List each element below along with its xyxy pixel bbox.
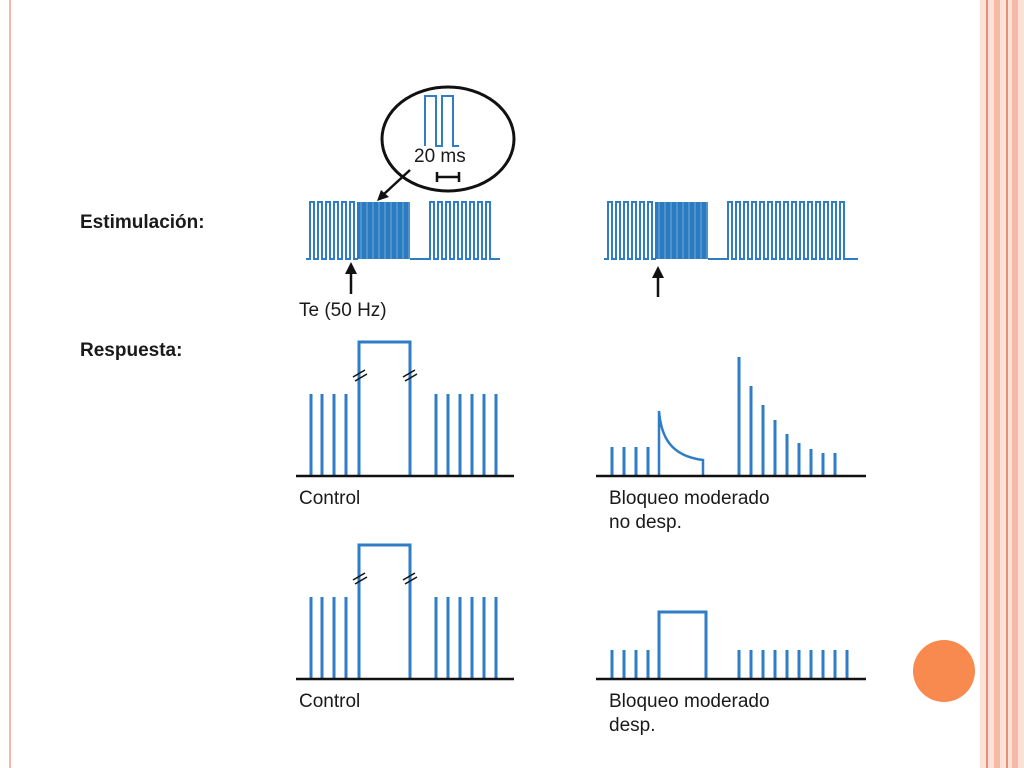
single-pulses-after [708,201,858,260]
axis-break-mark [352,369,368,382]
tetanus-label: Te (50 Hz) [299,300,387,321]
stimulation-heading: Estimulación: [80,212,205,233]
frame-line-2 [1006,0,1008,768]
tetanic-burst [655,202,708,259]
zoom-pointer-arrowhead [377,190,389,201]
frame-line-1 [986,0,988,768]
axis-break-mark [402,369,418,382]
frame-line-left [9,0,11,768]
zoom-scale-bar [435,172,461,182]
single-pulses-after [410,201,500,260]
response-depolarizing [596,610,866,681]
single-pulses-before [306,201,358,260]
response-nondepolarizing [596,357,866,478]
stimulation-train-right [604,201,858,260]
tetanic-burst [357,202,410,259]
zoom-circle [380,85,516,193]
zoom-pointer-line [383,169,411,195]
accent-dot-icon [913,640,975,702]
response-heading: Respuesta: [80,340,183,361]
tetanic-plateau [357,340,412,476]
response-control-1 [296,340,514,478]
control-label-1: Control [299,488,361,509]
dep-block-label-1: Bloqueo moderado [609,691,770,712]
nondep-block-label-2: no desp. [609,512,682,533]
single-pulses-before [604,201,656,260]
axis-break-mark [352,572,368,585]
nondep-block-label-1: Bloqueo moderado [609,488,770,509]
tetanic-plateau [657,610,708,679]
tetanus-arrow-right-head [652,266,664,278]
tetanus-arrow-left-head [345,262,357,274]
tetanic-plateau [357,543,412,679]
frame-stripe-mid-2 [1012,0,1018,768]
control-label-2: Control [299,691,361,712]
fading-tetanic-response [657,410,705,476]
zoom-pulses [424,95,459,147]
response-control-2 [296,543,514,681]
frame-stripe-mid [994,0,1000,768]
dep-block-label-2: desp. [609,715,656,736]
stimulation-train-left [306,201,500,260]
axis-break-mark [402,572,418,585]
zoom-scale-label: 20 ms [414,146,466,167]
